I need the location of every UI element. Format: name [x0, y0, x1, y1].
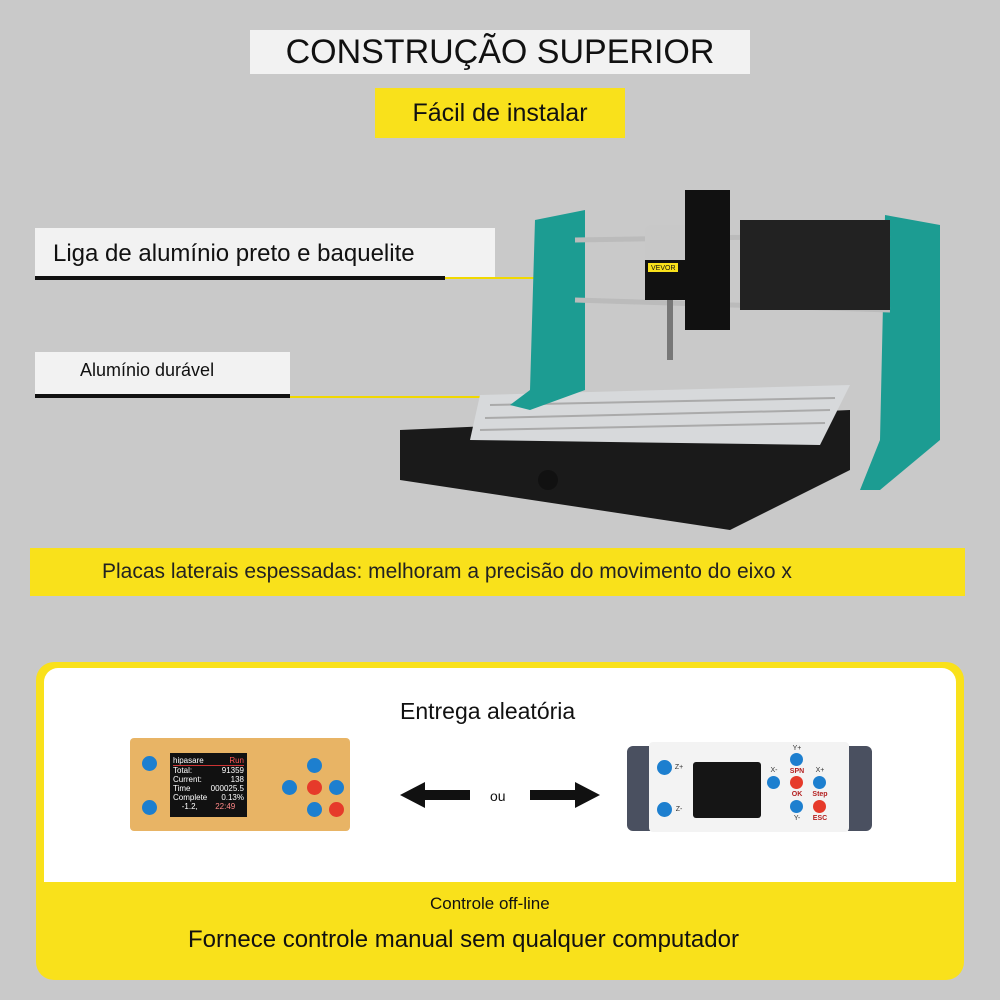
button-label: Y- [793, 815, 801, 822]
button-label: ESC [812, 815, 828, 822]
y-plus-button [790, 753, 803, 766]
z-minus-button [657, 802, 672, 817]
footer-text: Fornece controle manual sem qualquer com… [188, 926, 739, 953]
button-label: SPN [789, 768, 805, 775]
controller-screen [693, 762, 761, 818]
arrows-icon [400, 782, 600, 808]
y-minus-button [790, 800, 803, 813]
callout-line [35, 276, 445, 280]
button-label: Y+ [792, 745, 802, 752]
pointer-line [290, 396, 550, 398]
subtitle-badge: Fácil de instalar [375, 88, 625, 138]
random-delivery-heading: Entrega aleatória [400, 698, 576, 724]
spn-button [790, 776, 803, 789]
callout-bed: Alumínio durável [35, 352, 290, 394]
side-plates-banner: Placas laterais espessadas: melhoram a p… [30, 548, 965, 596]
offline-controller-b: Z+ Z- Y+ X- SPN X+ OK Step Y- ESC [627, 742, 872, 832]
button-label: Step [812, 791, 828, 798]
cnc-machine-image: VEVOR [400, 190, 940, 530]
z-plus-button [657, 760, 672, 775]
x-minus-button [767, 776, 780, 789]
offline-control-label: Controle off-line [430, 894, 550, 913]
pointer-line [445, 277, 545, 279]
button-label: X+ [815, 767, 825, 774]
page-title: CONSTRUÇÃO SUPERIOR [250, 30, 750, 74]
button-label: OK [791, 791, 803, 798]
button-label: Z+ [674, 764, 684, 771]
step-button [813, 800, 826, 813]
x-plus-button [813, 776, 826, 789]
spindle-brand: VEVOR [651, 265, 676, 272]
callout-frame: Liga de alumínio preto e baquelite [35, 228, 495, 278]
callout-line [35, 394, 290, 398]
or-label: ou [490, 788, 506, 804]
button-label: X- [770, 767, 778, 774]
button-label: Z- [675, 806, 683, 813]
